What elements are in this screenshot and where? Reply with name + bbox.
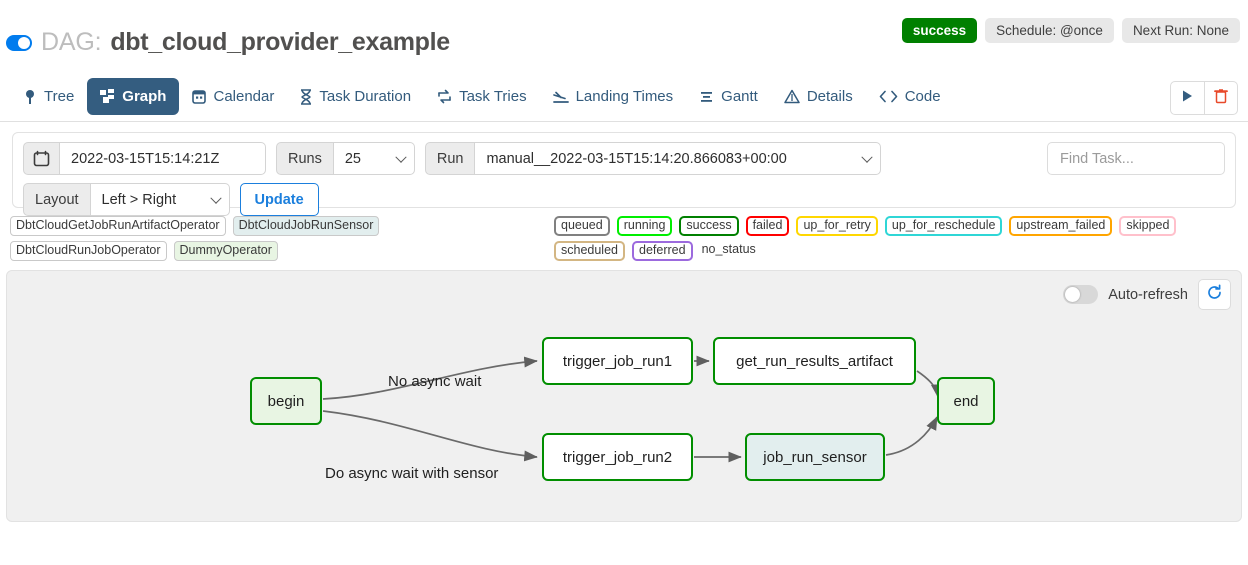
play-icon [1181, 89, 1194, 108]
legend-operator-chip: DbtCloudRunJobOperator [10, 241, 167, 261]
legend-state-chip: scheduled [554, 241, 625, 261]
tab-graph[interactable]: Graph [87, 78, 180, 115]
next-run-badge: Next Run: None [1121, 18, 1240, 43]
update-button[interactable]: Update [239, 183, 319, 216]
tab-details-label: Details [806, 88, 853, 105]
run-label: Run [424, 142, 476, 175]
tab-task-tries-label: Task Tries [459, 88, 527, 105]
tab-tree-label: Tree [44, 88, 75, 105]
calendar-icon[interactable] [23, 142, 60, 175]
legend-state-chip: failed [745, 216, 790, 236]
tab-details[interactable]: Details [771, 78, 866, 115]
tab-calendar-label: Calendar [213, 88, 275, 105]
trigger-dag-button[interactable] [1171, 82, 1204, 114]
triangle-info-icon [784, 89, 800, 104]
tab-landing-times[interactable]: Landing Times [540, 78, 687, 115]
dag-name: dbt_cloud_provider_example [110, 28, 450, 56]
dag-label: DAG: [41, 28, 102, 56]
status-badge: success [901, 18, 978, 43]
task-node-label: trigger_job_run2 [562, 448, 673, 466]
auto-refresh-toggle[interactable] [1063, 285, 1099, 304]
auto-refresh-label: Auto-refresh [1108, 286, 1188, 303]
filter-row-1: 2022-03-15T15:14:21Z Runs 25 Run manual_… [23, 142, 1225, 175]
layout-group: Layout Left > Right [23, 183, 230, 216]
schedule-badge[interactable]: Schedule: @once [985, 18, 1114, 43]
dag-action-buttons [1170, 81, 1238, 115]
legend-operator-chip: DummyOperator [173, 241, 278, 261]
tab-gantt-label: Gantt [721, 88, 758, 105]
tree-icon [23, 89, 37, 105]
run-group: Run manual__2022-03-15T15:14:20.866083+0… [424, 142, 882, 175]
refresh-icon [1206, 283, 1223, 306]
num-runs-select[interactable]: 25 [333, 142, 415, 175]
operator-legend: DbtCloudGetJobRunArtifactOperator DbtClo… [10, 216, 540, 261]
tab-landing-times-label: Landing Times [575, 88, 674, 105]
landing-icon [552, 89, 569, 104]
page-header: DAG: dbt_cloud_provider_example success … [0, 0, 1248, 72]
tab-graph-label: Graph [122, 88, 167, 105]
dag-nav-tabs: Tree Graph Calendar Task Duration Task T… [0, 72, 1248, 122]
header-badges: success Schedule: @once Next Run: None [901, 18, 1240, 43]
filter-row-2: Layout Left > Right Update [23, 183, 1225, 216]
legend-state-chip: running [616, 216, 673, 236]
task-node-trigger-job-run2[interactable]: trigger_job_run2 [542, 433, 693, 481]
edge-label-do-async-wait: Do async wait with sensor [325, 465, 499, 482]
base-date-group: 2022-03-15T15:14:21Z [23, 142, 266, 175]
graph-icon [100, 89, 115, 104]
task-node-label: get_run_results_artifact [736, 352, 893, 370]
task-node-label: end [953, 392, 979, 410]
legend-state-chip: upstream_failed [1009, 216, 1113, 236]
legend-state-chip: skipped [1119, 216, 1177, 236]
state-legend: queued running success failed up_for_ret… [554, 216, 1248, 261]
tab-task-duration-label: Task Duration [319, 88, 412, 105]
layout-select[interactable]: Left > Right [90, 183, 230, 216]
legend-operator-chip: DbtCloudGetJobRunArtifactOperator [10, 216, 226, 236]
calendar-icon [192, 89, 207, 104]
legend-state-chip: up_for_retry [796, 216, 878, 236]
tab-gantt[interactable]: Gantt [686, 78, 771, 115]
gantt-icon [699, 90, 714, 104]
task-node-get-run-results-artifact[interactable]: get_run_results_artifact [713, 337, 916, 385]
tab-code-label: Code [904, 88, 941, 105]
find-task-input[interactable]: Find Task... [1047, 142, 1225, 175]
dag-title: DAG: dbt_cloud_provider_example [6, 28, 450, 57]
graph-canvas[interactable]: Auto-refresh begin [6, 270, 1242, 522]
task-node-trigger-job-run1[interactable]: trigger_job_run1 [542, 337, 693, 385]
task-node-label: job_run_sensor [763, 448, 867, 466]
edge-label-no-async-wait: No async wait [388, 373, 482, 390]
tab-tree[interactable]: Tree [10, 78, 87, 115]
layout-label: Layout [23, 183, 91, 216]
legend-state-chip: queued [554, 216, 610, 236]
legend-state-chip: deferred [632, 241, 693, 261]
legend-operator-chip: DbtCloudJobRunSensor [232, 216, 380, 236]
trash-icon [1214, 88, 1228, 109]
dag-pause-toggle[interactable] [6, 34, 32, 51]
retry-icon [437, 89, 452, 104]
refresh-button[interactable] [1198, 279, 1231, 310]
filter-bar: 2022-03-15T15:14:21Z Runs 25 Run manual_… [12, 132, 1236, 216]
task-node-begin[interactable]: begin [250, 377, 322, 425]
legend-state-chip: up_for_reschedule [884, 216, 1003, 236]
graph-edges [322, 355, 942, 463]
runs-label: Runs [276, 142, 334, 175]
legend: DbtCloudGetJobRunArtifactOperator DbtClo… [6, 216, 1242, 264]
task-node-end[interactable]: end [937, 377, 995, 425]
tab-calendar[interactable]: Calendar [179, 78, 287, 115]
task-node-label: trigger_job_run1 [562, 352, 673, 370]
delete-dag-button[interactable] [1204, 82, 1237, 114]
legend-state-chip: success [679, 216, 739, 236]
runs-group: Runs 25 [276, 142, 415, 175]
hourglass-icon [300, 88, 312, 105]
tab-task-tries[interactable]: Task Tries [424, 78, 540, 115]
task-node-job-run-sensor[interactable]: job_run_sensor [745, 433, 885, 481]
base-date-input[interactable]: 2022-03-15T15:14:21Z [60, 142, 266, 175]
task-node-label: begin [267, 392, 305, 410]
graph-toolbar: Auto-refresh [1063, 279, 1231, 310]
code-icon [879, 90, 898, 103]
tab-code[interactable]: Code [866, 78, 954, 115]
dag-run-select[interactable]: manual__2022-03-15T15:14:20.866083+00:00 [475, 142, 882, 175]
tab-task-duration[interactable]: Task Duration [287, 78, 424, 115]
legend-state-chip: no_status [701, 242, 756, 256]
